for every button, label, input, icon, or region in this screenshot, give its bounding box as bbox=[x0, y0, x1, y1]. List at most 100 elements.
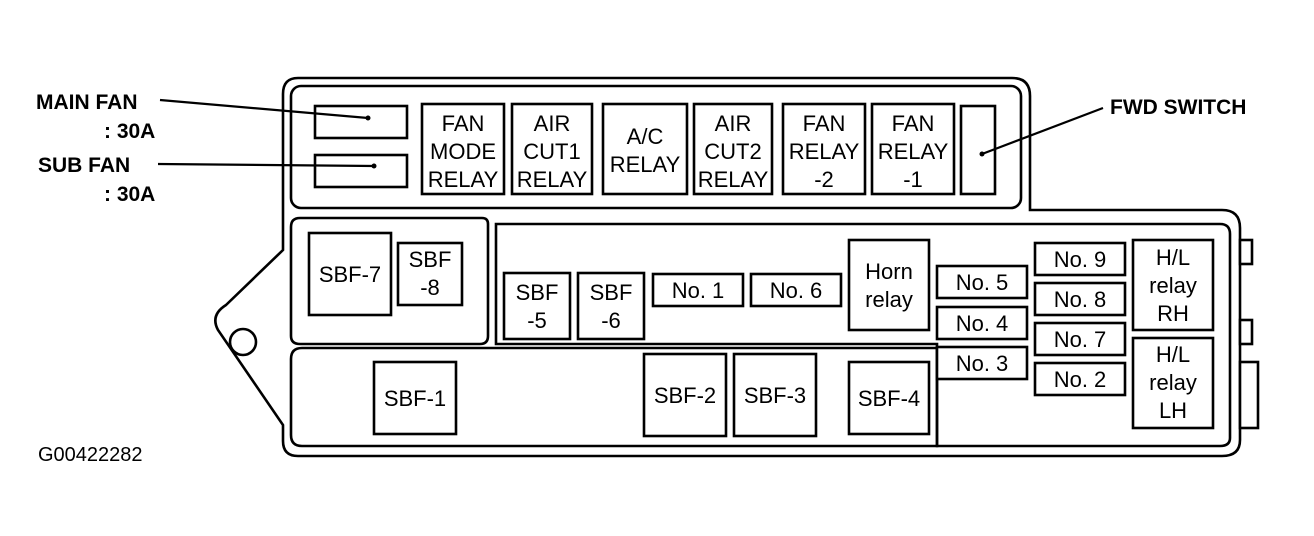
sbf1-fuse bbox=[372, 360, 458, 436]
connector-tab bbox=[1238, 318, 1254, 346]
fuse-no7 bbox=[1033, 321, 1127, 357]
svg-text:No. 8: No. 8 bbox=[1054, 287, 1107, 312]
hl-relay-rh-label: relay bbox=[1149, 273, 1197, 298]
fuse-no1-label: No. 1 bbox=[672, 278, 725, 303]
svg-text:No. 3: No. 3 bbox=[956, 351, 1009, 376]
svg-text:RELAY: RELAY bbox=[789, 139, 860, 164]
svg-text:No. 6: No. 6 bbox=[770, 278, 823, 303]
hl-relay-rh bbox=[1131, 238, 1215, 332]
connector-tab bbox=[1238, 238, 1254, 266]
fan-relay-1-label: -1 bbox=[903, 167, 923, 192]
sbf7-fuse bbox=[307, 231, 393, 317]
sub-fan-leader bbox=[157, 162, 375, 168]
air-cut2-relay-label: AIR bbox=[715, 111, 752, 136]
svg-text:RH: RH bbox=[1157, 301, 1189, 326]
fuse-no3-label: No. 3 bbox=[956, 351, 1009, 376]
hl-relay-lh bbox=[1131, 336, 1215, 430]
svg-text:-8: -8 bbox=[420, 275, 440, 300]
right-compartment bbox=[494, 222, 1232, 448]
fuse-no5-label: No. 5 bbox=[956, 270, 1009, 295]
fan-mode-relay-label: MODE bbox=[430, 139, 496, 164]
air-cut1-relay bbox=[510, 102, 594, 196]
main-fan-callout-rating: : 30A bbox=[104, 120, 155, 143]
svg-text:SBF-7: SBF-7 bbox=[319, 262, 381, 287]
fuse-no6-label: No. 6 bbox=[770, 278, 823, 303]
fan-relay-2-label: -2 bbox=[814, 167, 834, 192]
svg-text:FAN: FAN bbox=[892, 111, 935, 136]
svg-text:SBF-1: SBF-1 bbox=[384, 386, 446, 411]
relay-compartment bbox=[289, 84, 1023, 210]
fuse-box-housing bbox=[214, 76, 1242, 458]
svg-text:SBF-4: SBF-4 bbox=[858, 386, 920, 411]
svg-text:CUT1: CUT1 bbox=[523, 139, 580, 164]
fan-mode-relay bbox=[420, 102, 506, 196]
svg-text:No. 2: No. 2 bbox=[1054, 367, 1107, 392]
hl-relay-rh-label: RH bbox=[1157, 301, 1189, 326]
air-cut1-relay-label: AIR bbox=[534, 111, 571, 136]
svg-text:relay: relay bbox=[1149, 273, 1197, 298]
svg-text:MODE: MODE bbox=[430, 139, 496, 164]
svg-text:relay: relay bbox=[865, 287, 913, 312]
fuse-no9-label: No. 9 bbox=[1054, 247, 1107, 272]
fwd-switch-callout: FWD SWITCH bbox=[1110, 96, 1246, 119]
svg-text:SBF: SBF bbox=[516, 280, 559, 305]
svg-text:AIR: AIR bbox=[715, 111, 752, 136]
left-compartment bbox=[289, 216, 490, 346]
main-fan-leader-dot bbox=[365, 115, 371, 121]
svg-text:SUB FAN: SUB FAN bbox=[38, 154, 130, 177]
fuse-no1 bbox=[651, 272, 745, 308]
horn-relay bbox=[847, 238, 931, 332]
fuse-no8 bbox=[1033, 281, 1127, 317]
air-cut2-relay bbox=[692, 102, 774, 196]
fwd-switch-leader-dot bbox=[979, 151, 985, 157]
horn-relay-label: Horn bbox=[865, 259, 913, 284]
air-cut1-relay-label: RELAY bbox=[517, 167, 588, 192]
sbf7-label: SBF-7 bbox=[319, 262, 381, 287]
svg-text:SBF: SBF bbox=[590, 280, 633, 305]
main-fan-fuse bbox=[313, 104, 409, 140]
sub-fan-callout: SUB FAN bbox=[38, 154, 130, 177]
sbf6-fuse bbox=[576, 271, 646, 341]
air-cut1-relay-label: CUT1 bbox=[523, 139, 580, 164]
sbf6-label: SBF bbox=[590, 280, 633, 305]
sub-fan-fuse bbox=[313, 153, 409, 189]
sbf5-label: SBF bbox=[516, 280, 559, 305]
svg-text:FAN: FAN bbox=[803, 111, 846, 136]
fuse-no9 bbox=[1033, 241, 1127, 277]
sbf5-label: -5 bbox=[527, 308, 547, 333]
svg-text:RELAY: RELAY bbox=[517, 167, 588, 192]
figure-id: G00422282 bbox=[38, 444, 143, 466]
sbf3-label: SBF-3 bbox=[744, 383, 806, 408]
svg-text:: 30A: : 30A bbox=[104, 120, 155, 143]
sbf4-fuse bbox=[847, 360, 931, 436]
main-fan-leader bbox=[159, 98, 369, 120]
svg-text:SBF-3: SBF-3 bbox=[744, 383, 806, 408]
hl-relay-lh-label: H/L bbox=[1156, 342, 1190, 367]
mounting-hole bbox=[228, 327, 258, 357]
sbf2-fuse bbox=[642, 352, 728, 438]
svg-text:relay: relay bbox=[1149, 370, 1197, 395]
svg-text:-1: -1 bbox=[903, 167, 923, 192]
svg-text:SBF-2: SBF-2 bbox=[654, 383, 716, 408]
sbf2-label: SBF-2 bbox=[654, 383, 716, 408]
sbf3-fuse bbox=[732, 352, 818, 438]
svg-text:FAN: FAN bbox=[442, 111, 485, 136]
svg-text:SBF: SBF bbox=[409, 247, 452, 272]
svg-text:RELAY: RELAY bbox=[610, 152, 681, 177]
ac-relay-label: RELAY bbox=[610, 152, 681, 177]
sbf5-fuse bbox=[502, 271, 572, 341]
fan-relay-1-label: FAN bbox=[892, 111, 935, 136]
ac-relay-label: A/C bbox=[627, 124, 664, 149]
svg-text:No. 5: No. 5 bbox=[956, 270, 1009, 295]
sub-fan-callout-rating: : 30A bbox=[104, 183, 155, 206]
svg-text:G00422282: G00422282 bbox=[38, 444, 143, 466]
sbf1-label: SBF-1 bbox=[384, 386, 446, 411]
fuse-no3 bbox=[935, 345, 1029, 381]
fan-relay-2-label: FAN bbox=[803, 111, 846, 136]
svg-text:FWD SWITCH: FWD SWITCH bbox=[1110, 96, 1246, 119]
svg-text:RELAY: RELAY bbox=[878, 139, 949, 164]
svg-text:No. 9: No. 9 bbox=[1054, 247, 1107, 272]
svg-text:No. 1: No. 1 bbox=[672, 278, 725, 303]
svg-text:H/L: H/L bbox=[1156, 245, 1190, 270]
fan-mode-relay-label: FAN bbox=[442, 111, 485, 136]
